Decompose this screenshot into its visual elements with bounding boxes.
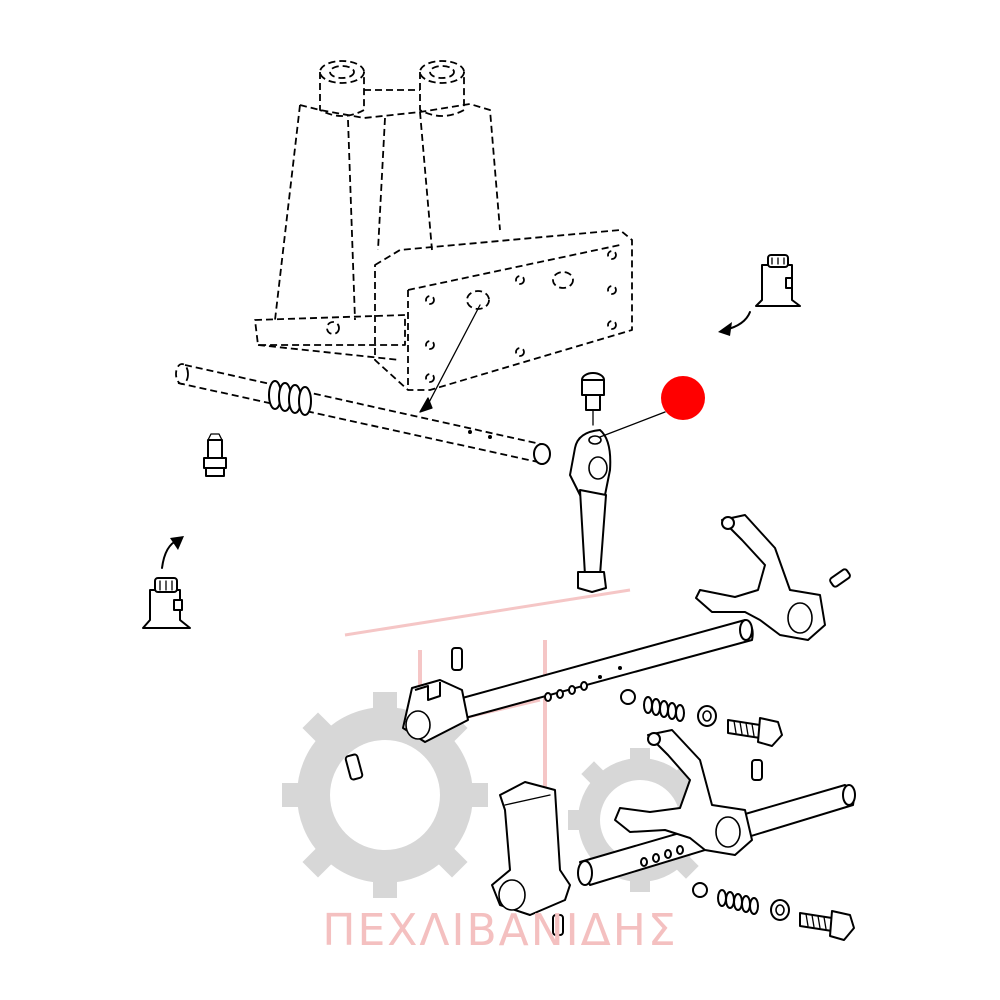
housing-cover <box>254 60 633 413</box>
watermark-left-wheel <box>282 692 488 898</box>
shift-fork-upper <box>695 514 851 641</box>
roll-pin <box>344 753 364 781</box>
detent-spring-upper <box>643 696 685 722</box>
selector-shaft <box>175 363 551 465</box>
detent-set-upper <box>620 689 783 747</box>
grease-nipple <box>581 372 605 426</box>
detent-set-lower <box>692 882 855 941</box>
detent-spring-lower <box>717 889 759 915</box>
watermark-text: ΠΕΧΛΙΒΑΝΙΔΗΣ <box>322 905 678 956</box>
shaft-spring <box>268 380 312 416</box>
shift-lever <box>569 372 666 593</box>
selector-end-block <box>491 781 571 936</box>
selector-rod-upper <box>402 619 754 743</box>
tool-icon-left <box>142 536 191 629</box>
shift-fork-lower <box>614 729 753 856</box>
tool-icon-right <box>718 254 801 336</box>
highlight-marker <box>661 376 705 420</box>
stud-bolt-left <box>203 433 227 477</box>
